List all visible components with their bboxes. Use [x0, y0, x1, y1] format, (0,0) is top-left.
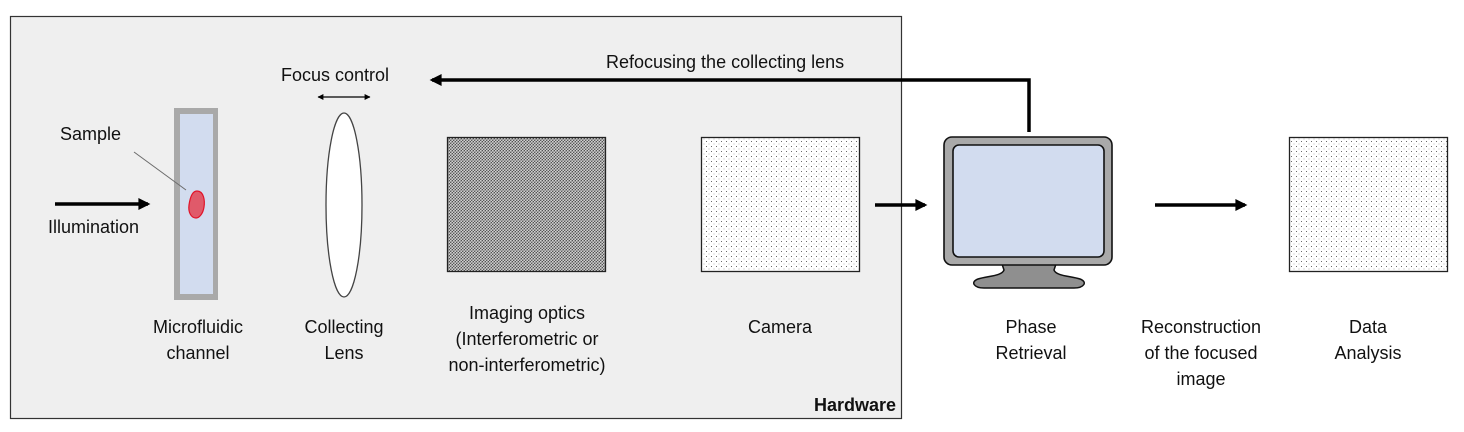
phase-retrieval-line-1: Phase — [1005, 317, 1057, 337]
collecting-lens-line-1: Collecting — [304, 317, 384, 337]
sample-label: Sample — [60, 124, 122, 144]
imaging-optics-label: Imaging optics (Interferometric or non-i… — [426, 300, 628, 378]
microfluidic-line-1: Microfluidic — [152, 317, 244, 337]
collecting-lens-icon — [325, 112, 363, 298]
collecting-lens-line-2: Lens — [324, 343, 364, 363]
illumination-label: Illumination — [48, 217, 140, 237]
reconstruction-line-1: Reconstruction — [1140, 317, 1262, 337]
data-analysis-line-1: Data — [1348, 317, 1388, 337]
camera-sensor-box — [700, 136, 861, 273]
focus-control-label: Focus control — [281, 65, 390, 85]
data-analysis-line-2: Analysis — [1334, 343, 1402, 363]
imaging-optics-line-2: (Interferometric or — [455, 329, 599, 349]
refocusing-feedback-arrow — [429, 74, 1031, 132]
reconstruction-line-2: of the focused — [1144, 343, 1258, 363]
imaging-optics-line-1: Imaging optics — [468, 303, 586, 323]
phase-retrieval-line-2: Retrieval — [995, 343, 1067, 363]
hardware-label: Hardware — [813, 395, 896, 415]
collecting-lens-label: Collecting Lens — [290, 314, 398, 366]
camera-label: Camera — [730, 314, 830, 340]
reconstruction-line-3: image — [1176, 369, 1226, 389]
refocusing-label: Refocusing the collecting lens — [606, 52, 845, 72]
microfluidic-line-2: channel — [166, 343, 230, 363]
data-analysis-box — [1288, 136, 1449, 273]
data-analysis-label: Data Analysis — [1318, 314, 1418, 366]
sample-droplet-icon — [188, 190, 205, 219]
imaging-optics-box — [446, 136, 607, 273]
reconstruction-label: Reconstruction of the focused image — [1126, 314, 1276, 392]
phase-retrieval-label: Phase Retrieval — [976, 314, 1086, 366]
imaging-optics-line-3: non-interferometric) — [448, 355, 606, 375]
microfluidic-channel-label: Microfluidic channel — [146, 314, 250, 366]
camera-line-1: Camera — [747, 317, 813, 337]
sample-leader-line — [133, 151, 187, 191]
computer-monitor-icon — [943, 136, 1113, 289]
